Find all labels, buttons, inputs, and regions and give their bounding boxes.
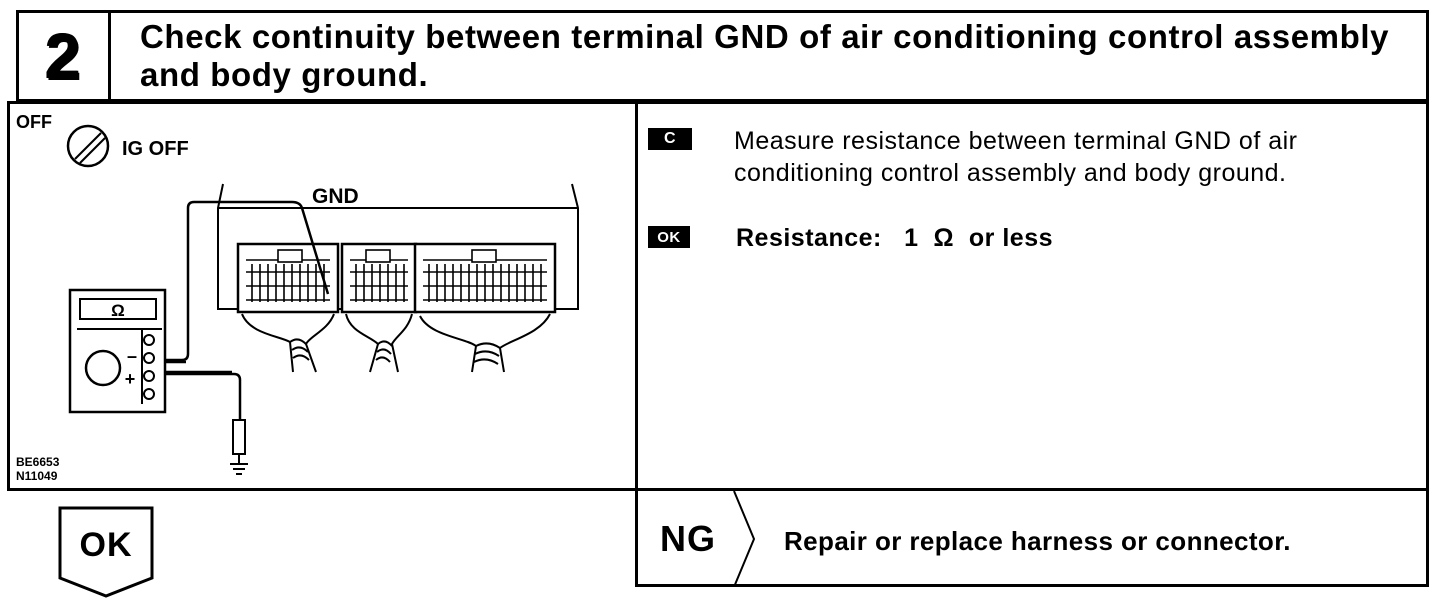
meter-plus-sign: + <box>125 369 136 389</box>
gnd-terminal-label: GND <box>312 185 359 208</box>
figure-code-1: BE6653 <box>16 455 60 469</box>
step-header-box <box>16 10 1429 102</box>
test-leads <box>150 200 330 475</box>
ok-result-label: OK <box>79 526 133 564</box>
instruction-panel <box>635 101 1429 491</box>
figure-code-2: N11049 <box>16 469 58 483</box>
step-title: Check continuity between terminal GND of… <box>140 18 1390 93</box>
ok-arrow-icon <box>58 506 154 598</box>
ng-action-text: Repair or replace harness or connector. <box>784 526 1291 556</box>
measure-instruction: Measure resistance between terminal GND … <box>734 127 1298 187</box>
switch-position-label: OFF <box>16 112 52 132</box>
check-badge: C <box>648 128 692 150</box>
ignition-switch-icon <box>66 124 110 168</box>
ohm-symbol: Ω <box>111 301 125 320</box>
ignition-label: IG OFF <box>122 138 189 160</box>
step-number: 2 <box>44 20 80 92</box>
wiring-diagram: OFF IG OFF <box>16 112 579 483</box>
resistance-spec: Resistance: 1 Ω or less <box>736 224 1054 252</box>
ng-result-box <box>635 491 1429 587</box>
ng-label: NG <box>660 518 716 559</box>
ok-spec-badge: OK <box>648 226 690 248</box>
ac-control-assembly <box>217 183 579 373</box>
ohmmeter-icon <box>68 288 167 414</box>
step-number-cell <box>16 10 111 102</box>
ng-chevron-divider <box>733 491 756 587</box>
meter-minus-sign: – <box>127 346 137 366</box>
